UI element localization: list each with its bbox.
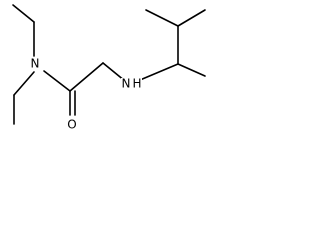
molecule-drawing: N O N H <box>12 4 206 132</box>
bond-ethyl-upper-ch3-ch2 <box>12 4 35 23</box>
structure-canvas: N O N H <box>0 0 214 132</box>
carbonyl-oxygen-label: O <box>67 118 76 132</box>
bond-n-ethyl-lower-ch2 <box>13 71 35 96</box>
bond-nh-ch <box>139 63 179 81</box>
amine-hydrogen-label: H <box>132 77 141 91</box>
amide-nitrogen-label: N <box>31 57 40 71</box>
amide-nitrogen-background <box>30 58 40 70</box>
amine-nitrogen-label: N <box>122 77 131 91</box>
amine-nitrogen-background <box>121 78 132 90</box>
bond-carbonyl-ch2 <box>69 62 104 92</box>
bond-ch-methyl-right <box>177 63 206 77</box>
bond-n-carbonyl <box>43 70 71 92</box>
amine-hydrogen-background <box>132 78 142 90</box>
bond-top-ch-methyl-left <box>145 9 179 27</box>
carbonyl-oxygen-background <box>67 119 77 131</box>
bond-top-ch-methyl-right <box>177 9 206 27</box>
